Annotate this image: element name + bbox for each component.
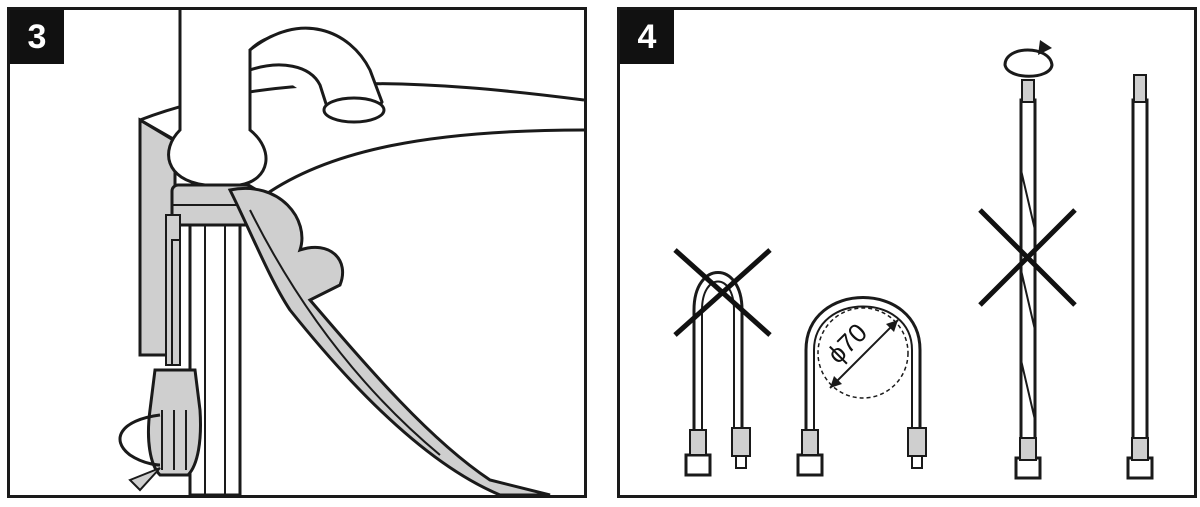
hose-straight-correct — [1126, 74, 1154, 480]
cross-mark-icon — [978, 208, 1077, 307]
step-3-panel: 3 — [7, 7, 587, 498]
step-number-badge: 3 — [10, 10, 64, 64]
cross-mark-icon — [673, 248, 772, 337]
hose-tight-bend-wrong — [684, 271, 751, 477]
bend-diameter-circle — [817, 307, 909, 399]
step-number: 4 — [637, 17, 657, 56]
hose-nut — [684, 453, 712, 477]
rotation-arrow-icon — [118, 413, 161, 467]
faucet-installation-illustration — [118, 10, 584, 495]
screwdriver-shaft — [171, 239, 181, 366]
step-number-badge: 4 — [620, 10, 674, 64]
hose-twisted-wrong — [1003, 40, 1054, 480]
spout-aerator — [322, 96, 386, 124]
diameter-label: ϕ70 — [821, 317, 873, 369]
hose-nut — [796, 453, 824, 477]
wrench — [227, 187, 551, 495]
step-number: 3 — [27, 17, 47, 56]
diameter-arrow — [829, 319, 899, 389]
hose-bending-illustration: ϕ70 — [673, 40, 1154, 480]
step-4-panel: 4 ϕ70 — [617, 7, 1197, 498]
sink-front-edge — [264, 128, 584, 197]
hose-correct-bend: ϕ70 — [796, 296, 927, 477]
twist-arrow-icon — [1003, 48, 1054, 78]
hose-nipple — [731, 427, 751, 457]
hose-nipple — [907, 427, 927, 457]
